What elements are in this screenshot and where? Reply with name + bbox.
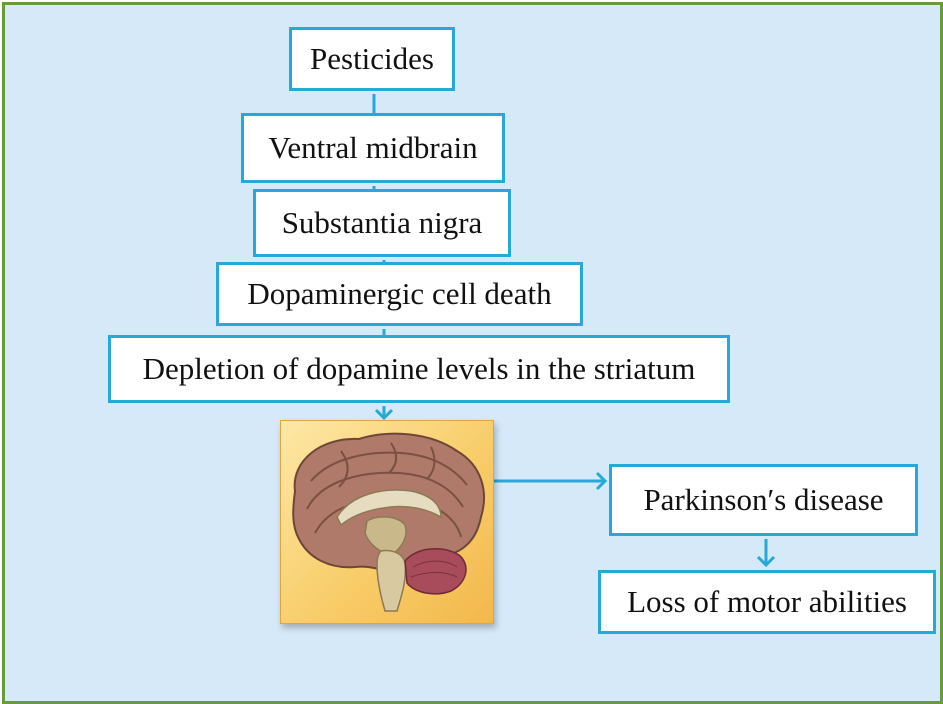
- brain-image-tile: [280, 420, 494, 624]
- node-ventral-midbrain: Ventral midbrain: [241, 113, 505, 183]
- node-label: Ventral midbrain: [268, 130, 477, 166]
- node-label: Substantia nigra: [282, 205, 483, 241]
- node-label: Depletion of dopamine levels in the stri…: [143, 351, 696, 387]
- node-loss-of-motor-abilities: Loss of motor abilities: [598, 570, 936, 634]
- node-label: Dopaminergic cell death: [247, 276, 551, 312]
- node-label: Loss of motor abilities: [627, 584, 907, 620]
- node-label: Pesticides: [310, 41, 434, 77]
- brain-icon: [281, 421, 493, 623]
- node-substantia-nigra: Substantia nigra: [253, 189, 511, 257]
- node-pesticides: Pesticides: [289, 27, 455, 91]
- node-dopaminergic-cell-death: Dopaminergic cell death: [216, 262, 583, 326]
- node-parkinsons-disease: Parkinson′s disease: [609, 464, 918, 536]
- node-label: Parkinson′s disease: [643, 482, 883, 518]
- node-dopamine-depletion: Depletion of dopamine levels in the stri…: [108, 335, 730, 403]
